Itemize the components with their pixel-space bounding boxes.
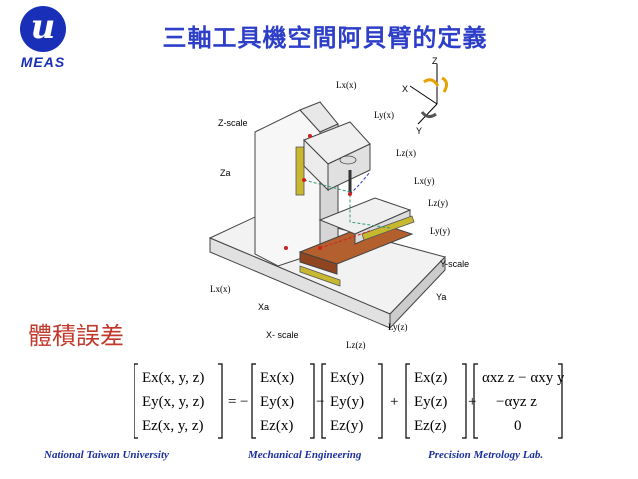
slide-title: 三軸工具機空間阿貝臂的定義 xyxy=(162,24,488,52)
label-ly-z: Ly(z) xyxy=(388,322,408,332)
eq-plus-sign-2: + xyxy=(468,394,476,410)
eq-m4-row-2: −αyz z xyxy=(496,394,537,410)
eq-m3-row-1: Ex(z) xyxy=(414,370,447,386)
label-y-scale: Y-scale xyxy=(440,259,469,269)
label-xa: Xa xyxy=(258,302,269,312)
eq-m1-row-1: Ex(x) xyxy=(260,370,294,386)
footer-lab: Precision Metrology Lab. xyxy=(428,449,544,461)
logo-text: MEAS xyxy=(20,54,66,70)
label-x-scale: X- scale xyxy=(266,330,299,340)
machine-diagram: Z X Y Lx(x) Ly(x) Lz(x) Lx(y) Lz(y) Ly(y… xyxy=(208,56,469,350)
eq-m2-row-3: Ez(y) xyxy=(330,418,363,434)
eq-lhs-row-2: Ey(x, y, z) xyxy=(142,394,204,410)
axis-x-label: X xyxy=(402,84,408,94)
section-heading: 體積誤差 xyxy=(28,322,124,350)
label-ly-y: Ly(y) xyxy=(430,226,450,236)
label-ly-x: Ly(x) xyxy=(374,110,394,120)
label-lx-y: Lx(y) xyxy=(414,176,435,186)
eq-m4-row-1: αxz z − αxy y xyxy=(482,370,564,386)
eq-m2-row-1: Ex(y) xyxy=(330,370,364,386)
label-lx-x-top: Lx(x) xyxy=(336,80,357,90)
footer-university: National Taiwan University xyxy=(44,449,169,461)
machine-column xyxy=(254,109,321,267)
x-scale-rail xyxy=(299,265,341,287)
triad-y-axis xyxy=(417,103,438,125)
eq-m3-row-2: Ey(z) xyxy=(414,394,447,410)
label-za: Za xyxy=(220,168,231,178)
rotation-marker-icon xyxy=(423,78,440,87)
eq-minus-sign-1: − xyxy=(240,394,248,410)
eq-m1-row-3: Ez(x) xyxy=(260,418,293,434)
label-z-scale: Z-scale xyxy=(218,118,248,128)
footer-department: Mechanical Engineering xyxy=(248,449,362,461)
logo-glyph-icon: u xyxy=(30,7,56,47)
axis-z-label: Z xyxy=(432,56,438,66)
z-scale-rail xyxy=(295,146,305,196)
axis-y-label: Y xyxy=(416,126,422,136)
eq-m1-row-2: Ey(x) xyxy=(260,394,294,410)
eq-plus-sign-1: + xyxy=(390,394,398,410)
error-equation: = − − + + Ex(x, y, z) Ey(x, y, z) Ez(x, … xyxy=(134,363,564,439)
label-ya: Ya xyxy=(436,292,446,302)
eq-m3-row-3: Ez(z) xyxy=(414,418,446,434)
eq-m2-row-2: Ey(y) xyxy=(330,394,364,410)
meas-logo: u MEAS xyxy=(6,4,80,72)
eq-lhs-row-3: Ez(x, y, z) xyxy=(142,418,204,434)
label-lz-x: Lz(x) xyxy=(396,148,416,158)
label-lz-y: Lz(y) xyxy=(428,198,448,208)
eq-m4-row-3: 0 xyxy=(514,418,522,434)
eq-minus-sign-2: − xyxy=(316,394,324,410)
abbe-arm-lines xyxy=(303,179,391,229)
logo-emblem: u xyxy=(20,6,66,52)
label-lx-x-bottom: Lx(x) xyxy=(210,284,231,294)
eq-equals-sign: = xyxy=(228,394,236,410)
triad-x-axis xyxy=(409,85,438,105)
label-lz-z: Lz(z) xyxy=(346,340,365,350)
eq-lhs-row-1: Ex(x, y, z) xyxy=(142,370,204,386)
